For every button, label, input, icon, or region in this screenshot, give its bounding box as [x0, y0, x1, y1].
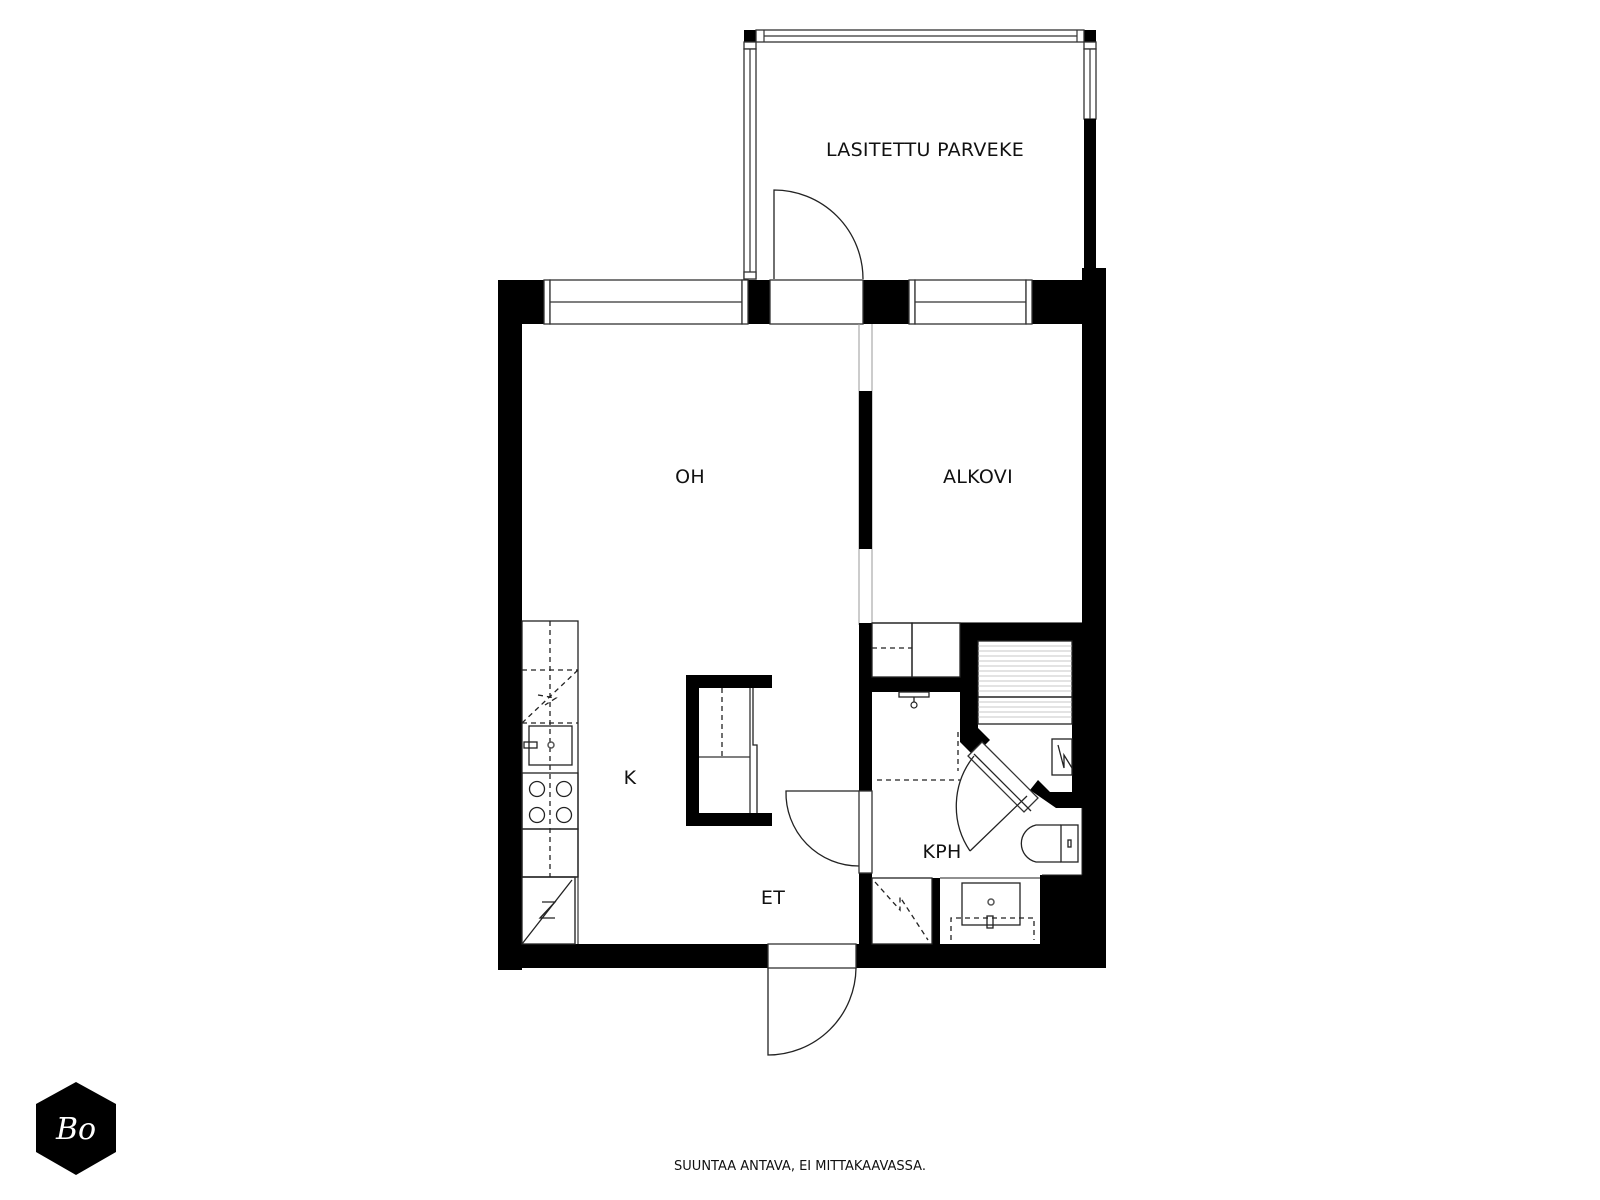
sauna-bench-icon [977, 640, 1073, 776]
windows [543, 279, 1033, 325]
room-label-living-room: OH [675, 466, 705, 488]
alcove-closet [871, 622, 961, 678]
hexagon-logo-icon [36, 1082, 116, 1175]
entry: ET [761, 790, 873, 1056]
washbasin-icon [950, 882, 1035, 940]
room-label-balcony: LASITETTU PARVEKE [826, 139, 1024, 161]
refrigerator-icon [686, 675, 772, 826]
disclaimer-text: SUUNTAA ANTAVA, EI MITTAKAAVASSA. [674, 1159, 926, 1174]
interior-walls [858, 324, 1082, 944]
brand-logo: Bo [36, 1082, 116, 1175]
sink-icon [523, 725, 573, 766]
sauna-door [955, 741, 1039, 852]
balcony: LASITETTU PARVEKE [743, 29, 1097, 280]
room-label-entry: ET [761, 887, 785, 909]
electrical-panel-icon [521, 876, 579, 945]
room-label-kitchen: K [624, 767, 637, 789]
exterior-walls [498, 268, 1106, 970]
room-label-alcove: ALKOVI [943, 466, 1013, 488]
shower-tap-icon [898, 691, 930, 709]
bathroom: KPH [871, 691, 1083, 945]
toilet-icon [1020, 824, 1079, 863]
logo-text: Bo [55, 1112, 96, 1147]
room-label-bathroom: KPH [922, 841, 961, 863]
kitchen: K [521, 620, 637, 945]
